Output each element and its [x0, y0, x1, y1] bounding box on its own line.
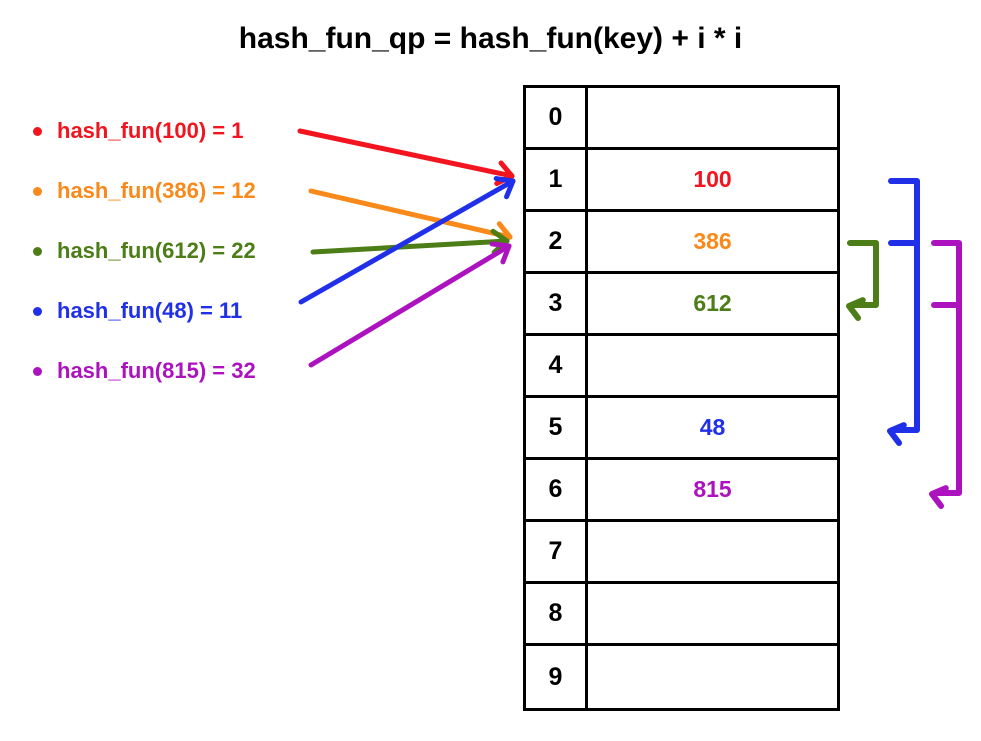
probe-path-48 — [888, 178, 920, 433]
slot-index: 7 — [526, 522, 588, 581]
arrow-48-to-slot-1-arrowhead-icon — [493, 176, 516, 200]
bullet-icon — [33, 186, 42, 196]
bullet-icon — [33, 246, 42, 256]
hash-assignment-label: hash_fun(100) = 1 — [57, 118, 244, 143]
slot-value — [588, 336, 837, 395]
hash-assignment-item: hash_fun(815) = 32 — [30, 358, 256, 384]
arrow-815-to-slot-2-arrowhead-icon — [489, 241, 512, 265]
arrow-386-to-slot-2-arrowhead-icon — [492, 221, 513, 247]
hash-assignment-label: hash_fun(815) = 32 — [57, 358, 256, 383]
probe-path-612-arrowhead-icon — [846, 297, 866, 321]
arrow-48-to-slot-1 — [298, 178, 516, 305]
table-row-slot-5: 5 48 — [526, 398, 837, 460]
slot-value: 815 — [693, 476, 732, 502]
probe-path-48-arrowhead-icon — [887, 422, 907, 446]
slot-value — [588, 522, 837, 581]
table-row-slot-0: 0 — [526, 88, 837, 150]
hash-assignment-item: hash_fun(612) = 22 — [30, 238, 256, 264]
arrow-100-to-slot-1-arrowhead-icon — [494, 160, 515, 186]
hash-function-list: hash_fun(100) = 1 hash_fun(386) = 12 hash_… — [30, 118, 256, 418]
table-row-slot-7: 7 — [526, 522, 837, 584]
bullet-icon — [33, 366, 42, 376]
hash-assignment-label: hash_fun(612) = 22 — [57, 238, 256, 263]
formula-title: hash_fun_qp = hash_fun(key) + i * i — [238, 22, 743, 55]
table-row-slot-3: 3 612 — [526, 274, 837, 336]
hash-assignment-item: hash_fun(48) = 11 — [30, 298, 256, 324]
probe-path-612 — [847, 240, 879, 308]
arrow-612-to-slot-2-arrowhead-icon — [490, 228, 510, 255]
arrow-612-to-slot-2 — [310, 238, 510, 255]
slot-value: 386 — [693, 228, 732, 254]
slot-index: 1 — [526, 150, 588, 209]
table-row-slot-4: 4 — [526, 336, 837, 398]
table-row-slot-6: 6 815 — [526, 460, 837, 522]
slot-value: 100 — [693, 166, 732, 192]
slot-value — [588, 584, 837, 643]
slot-index: 2 — [526, 212, 588, 271]
probe-path-815-arrowhead-icon — [929, 485, 949, 509]
table-row-slot-2: 2 386 — [526, 212, 837, 274]
slot-index: 0 — [526, 88, 588, 147]
bullet-icon — [33, 306, 42, 316]
slot-index: 9 — [526, 646, 588, 708]
arrow-815-to-slot-2 — [308, 243, 512, 368]
slot-value: 612 — [693, 290, 732, 316]
probe-path-815 — [931, 240, 962, 496]
slot-index: 3 — [526, 274, 588, 333]
hash-assignment-item: hash_fun(100) = 1 — [30, 118, 256, 144]
slot-value — [588, 88, 837, 147]
hash-assignment-label: hash_fun(386) = 12 — [57, 178, 256, 203]
slot-value: 48 — [699, 414, 726, 440]
slot-index: 5 — [526, 398, 588, 457]
hash-assignment-item: hash_fun(386) = 12 — [30, 178, 256, 204]
table-row-slot-1: 1 100 — [526, 150, 837, 212]
slot-index: 6 — [526, 460, 588, 519]
slot-index: 4 — [526, 336, 588, 395]
hash-assignment-label: hash_fun(48) = 11 — [57, 298, 243, 323]
table-row-slot-9: 9 — [526, 646, 837, 708]
slot-value — [588, 646, 837, 708]
arrow-100-to-slot-1 — [297, 128, 515, 179]
table-row-slot-8: 8 — [526, 584, 837, 646]
arrow-386-to-slot-2 — [308, 188, 513, 240]
bullet-icon — [33, 126, 42, 136]
slot-index: 8 — [526, 584, 588, 643]
